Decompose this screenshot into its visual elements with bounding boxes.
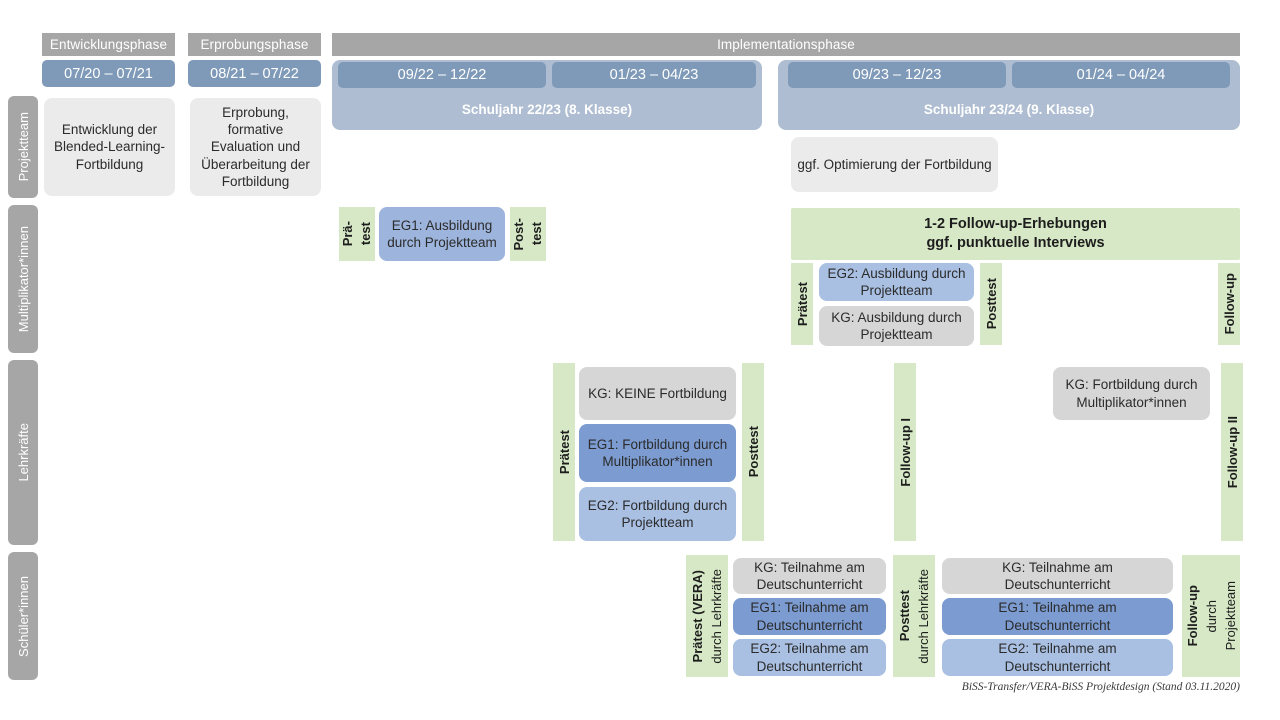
period-label: 01/24 – 04/24 — [1076, 67, 1166, 83]
row-label-lehrkraefte: Lehrkräfte — [8, 360, 38, 545]
box-text: EG2: Fortbildung durch Projektteam — [587, 497, 728, 530]
praetest-line-1: Prä- — [340, 221, 356, 247]
box-text: KG: KEINE Fortbildung — [588, 385, 727, 401]
box-kg-ausbildung-projektteam: KG: Ausbildung durch Projektteam — [819, 306, 974, 346]
box-text: ggf. Optimierung der Fortbildung — [797, 156, 992, 172]
box-text: EG1: Teilnahme am Deutschunterricht — [750, 600, 869, 633]
box-text: EG2: Teilnahme am Deutschunterricht — [750, 641, 869, 674]
phase-header-implementationsphase: Implementationsphase — [332, 33, 1240, 56]
box-kg-teilnahme-deutschunterricht: KG: Teilnahme am Deutschunterricht — [733, 558, 886, 594]
box-text: EG1: Teilnahme am Deutschunterricht — [998, 600, 1117, 633]
phase-header-erprobungsphase: Erprobungsphase — [188, 33, 321, 56]
period-label: 07/20 – 07/21 — [64, 65, 153, 82]
praetest-vera-bold: Prätest (VERA) — [690, 569, 705, 663]
box-text: EG1: Ausbildung durch Projektteam — [387, 217, 497, 250]
row-label-text: Lehrkräfte — [15, 423, 31, 482]
school-year-label-2223: Schuljahr 22/23 (8. Klasse) — [332, 92, 762, 126]
period-pill-0: 07/20 – 07/21 — [42, 60, 175, 87]
footnote: BiSS-Transfer/VERA-BiSS Projektdesign (S… — [700, 681, 1240, 699]
box-text: Entwicklung der Blended-Learning-Fortbil… — [53, 122, 166, 172]
strip-followup-multiplikatoren: Follow-up — [1218, 263, 1240, 345]
row-label-text: Projektteam — [15, 112, 31, 182]
box-text: EG2: Teilnahme am Deutschunterricht — [998, 641, 1117, 674]
followup-bold: Follow-up — [1184, 585, 1200, 647]
banner-line-2: ggf. punktuelle Interviews — [926, 235, 1105, 251]
row-label-text: Schüler*innen — [15, 575, 31, 657]
strip-posttest-multiplikatoren: Post- test — [510, 207, 546, 261]
period-label: 08/21 – 07/22 — [210, 65, 299, 82]
period-pill-2: 09/22 – 12/22 — [338, 62, 546, 88]
box-eg1-teilnahme-deutschunterricht-2: EG1: Teilnahme am Deutschunterricht — [942, 598, 1173, 635]
row-label-schuelerinnen: Schüler*innen — [8, 552, 38, 680]
school-year-label-2324: Schuljahr 23/24 (9. Klasse) — [778, 92, 1240, 126]
strip-praetest-multiplikatoren-2: Prätest — [791, 263, 813, 345]
box-text: EG2: Ausbildung durch Projektteam — [827, 265, 966, 298]
strip-posttest-schueler: Posttest durch Lehrkräfte — [893, 555, 935, 677]
period-pill-1: 08/21 – 07/22 — [188, 60, 321, 87]
strip-text: Follow-up — [1221, 273, 1237, 335]
period-pill-4: 09/23 – 12/23 — [788, 62, 1006, 88]
box-eg2-ausbildung-projektteam: EG2: Ausbildung durch Projektteam — [819, 263, 974, 301]
phase-label: Erprobungsphase — [200, 37, 309, 52]
year-label-text: Schuljahr 22/23 (8. Klasse) — [461, 101, 633, 117]
box-eg1-teilnahme-deutschunterricht: EG1: Teilnahme am Deutschunterricht — [733, 598, 886, 635]
strip-posttest-lehrkraefte: Posttest — [742, 363, 764, 541]
footnote-text: BiSS-Transfer/VERA-BiSS Projektdesign (S… — [961, 681, 1240, 693]
period-pill-3: 01/23 – 04/23 — [552, 62, 756, 88]
box-text: KG: Fortbildung durch Multiplikator*inne… — [1065, 377, 1198, 410]
strip-followup-2-lehrkraefte: Follow-up II — [1221, 363, 1243, 541]
period-label: 01/23 – 04/23 — [609, 67, 699, 83]
period-label: 09/23 – 12/23 — [852, 67, 942, 83]
box-kg-keine-fortbildung: KG: KEINE Fortbildung — [579, 367, 736, 420]
row-label-projektteam: Projektteam — [8, 96, 38, 198]
banner-text: 1-2 Follow-up-Erhebungen ggf. punktuelle… — [924, 215, 1107, 253]
period-pill-5: 01/24 – 04/24 — [1012, 62, 1230, 88]
posttest-sub: durch Lehrkräfte — [916, 568, 931, 664]
box-eg1-ausbildung-projektteam: EG1: Ausbildung durch Projektteam — [379, 207, 505, 261]
phase-label: Entwicklungsphase — [49, 37, 168, 52]
box-kg-teilnahme-deutschunterricht-2: KG: Teilnahme am Deutschunterricht — [942, 558, 1173, 594]
box-eg1-fortbildung-multiplikatoren: EG1: Fortbildung durch Multiplikator*inn… — [579, 424, 736, 482]
praetest-vera-sub: durch Lehrkräfte — [709, 568, 724, 664]
followup-sub-2: Projektteam — [1222, 581, 1238, 651]
box-entwicklung-fortbildung: Entwicklung der Blended-Learning-Fortbil… — [44, 98, 175, 196]
followup-sub-1: durch — [1203, 599, 1219, 633]
posttest-line-2: test — [529, 222, 544, 246]
box-eg2-teilnahme-deutschunterricht: EG2: Teilnahme am Deutschunterricht — [733, 639, 886, 676]
row-label-text: Multiplikator*innen — [15, 225, 31, 333]
strip-praetest-multiplikatoren: Prä- test — [339, 207, 375, 261]
phase-header-entwicklungsphase: Entwicklungsphase — [42, 33, 175, 56]
strip-praetest-vera-schueler: Prätest (VERA) durch Lehrkräfte — [686, 555, 728, 677]
row-label-multiplikatorinnen: Multiplikator*innen — [8, 205, 38, 353]
strip-text: Follow-up I — [897, 417, 913, 487]
year-label-text: Schuljahr 23/24 (9. Klasse) — [923, 101, 1095, 117]
strip-text: Posttest — [745, 426, 761, 478]
strip-followup-1-lehrkraefte: Follow-up I — [894, 363, 916, 541]
box-text: KG: Teilnahme am Deutschunterricht — [754, 559, 865, 592]
box-kg-fortbildung-multiplikatoren: KG: Fortbildung durch Multiplikator*inne… — [1053, 367, 1210, 420]
strip-text: Prätest — [794, 281, 810, 327]
period-label: 09/22 – 12/22 — [397, 67, 487, 83]
strip-text: Prätest — [556, 429, 572, 475]
strip-posttest-multiplikatoren-2: Posttest — [980, 263, 1002, 345]
phase-label: Implementationsphase — [717, 37, 855, 52]
strip-followup-schueler: Follow-up durch Projektteam — [1182, 555, 1240, 677]
box-text: KG: Teilnahme am Deutschunterricht — [1002, 559, 1113, 592]
strip-text: Follow-up II — [1224, 415, 1240, 489]
strip-text: Posttest — [983, 278, 999, 330]
posttest-bold: Posttest — [897, 590, 912, 642]
posttest-line-1: Post- — [511, 217, 527, 251]
box-text: Erprobung, formative Evaluation und Über… — [201, 104, 310, 189]
box-eg2-teilnahme-deutschunterricht-2: EG2: Teilnahme am Deutschunterricht — [942, 639, 1173, 676]
box-erprobung-evaluation: Erprobung, formative Evaluation und Über… — [190, 98, 321, 196]
box-text: KG: Ausbildung durch Projektteam — [831, 309, 962, 342]
banner-followup-erhebungen: 1-2 Follow-up-Erhebungen ggf. punktuelle… — [791, 208, 1240, 260]
strip-praetest-lehrkraefte: Prätest — [553, 363, 575, 541]
box-optimierung-fortbildung: ggf. Optimierung der Fortbildung — [791, 137, 998, 192]
banner-line-1: 1-2 Follow-up-Erhebungen — [924, 216, 1107, 233]
box-eg2-fortbildung-projektteam: EG2: Fortbildung durch Projektteam — [579, 487, 736, 541]
box-text: EG1: Fortbildung durch Multiplikator*inn… — [587, 436, 728, 469]
praetest-line-2: test — [358, 222, 373, 246]
